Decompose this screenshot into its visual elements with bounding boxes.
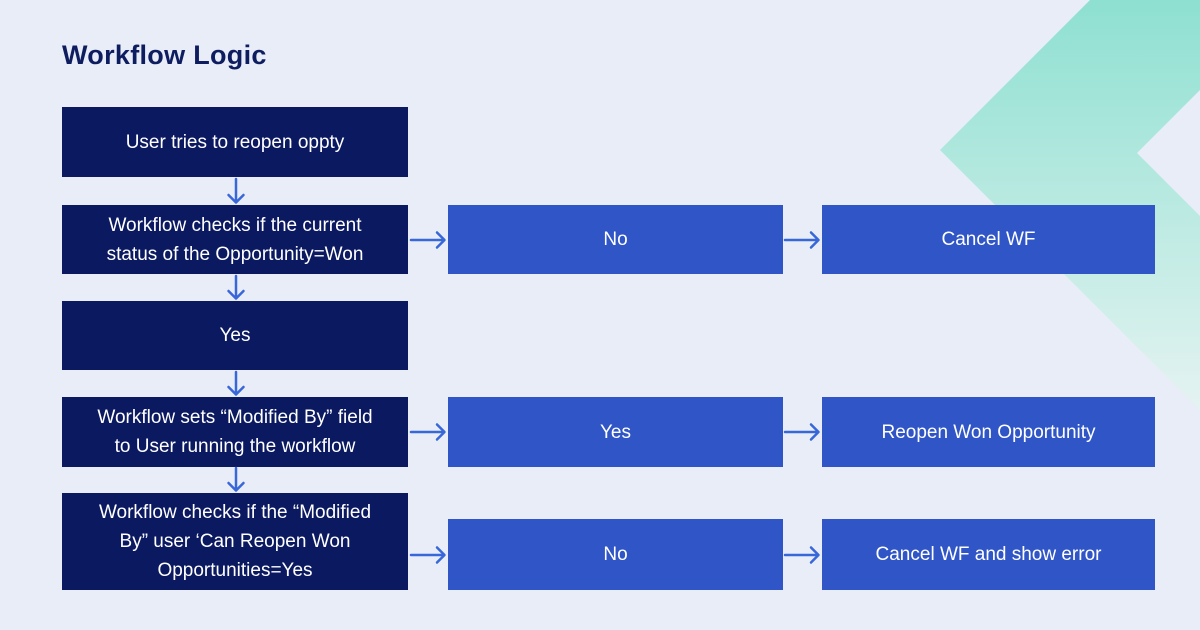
flow-step-2-label: Workflow checks if the current status of…	[106, 214, 364, 265]
decision-box-3: No	[448, 519, 783, 590]
outcome-box-2-label: Reopen Won Opportunity	[881, 421, 1096, 443]
flow-step-5-label: Workflow checks if the “Modified By” use…	[98, 502, 372, 581]
flow-step-1: User tries to reopen oppty	[62, 107, 408, 177]
page-title: Workflow Logic	[62, 40, 267, 70]
decision-box-1: No	[448, 205, 783, 274]
outcome-box-3-label: Cancel WF and show error	[875, 544, 1102, 565]
flow-step-5: Workflow checks if the “Modified By” use…	[62, 493, 408, 590]
outcome-box-3: Cancel WF and show error	[822, 519, 1155, 590]
outcome-box-2: Reopen Won Opportunity	[822, 397, 1155, 467]
flow-step-3: Yes	[62, 301, 408, 370]
outcome-box-1: Cancel WF	[822, 205, 1155, 274]
decision-box-1-label: No	[603, 229, 628, 250]
flow-step-4-label: Workflow sets “Modified By” field to Use…	[97, 407, 373, 457]
decision-box-2-label: Yes	[600, 421, 631, 443]
flow-step-2: Workflow checks if the current status of…	[62, 205, 408, 274]
flow-step-4: Workflow sets “Modified By” field to Use…	[62, 397, 408, 467]
outcome-box-1-label: Cancel WF	[941, 229, 1036, 250]
decision-box-3-label: No	[603, 544, 628, 565]
flow-step-3-label: Yes	[219, 325, 251, 346]
decision-box-2: Yes	[448, 397, 783, 467]
flow-step-1-label: User tries to reopen oppty	[125, 131, 345, 153]
